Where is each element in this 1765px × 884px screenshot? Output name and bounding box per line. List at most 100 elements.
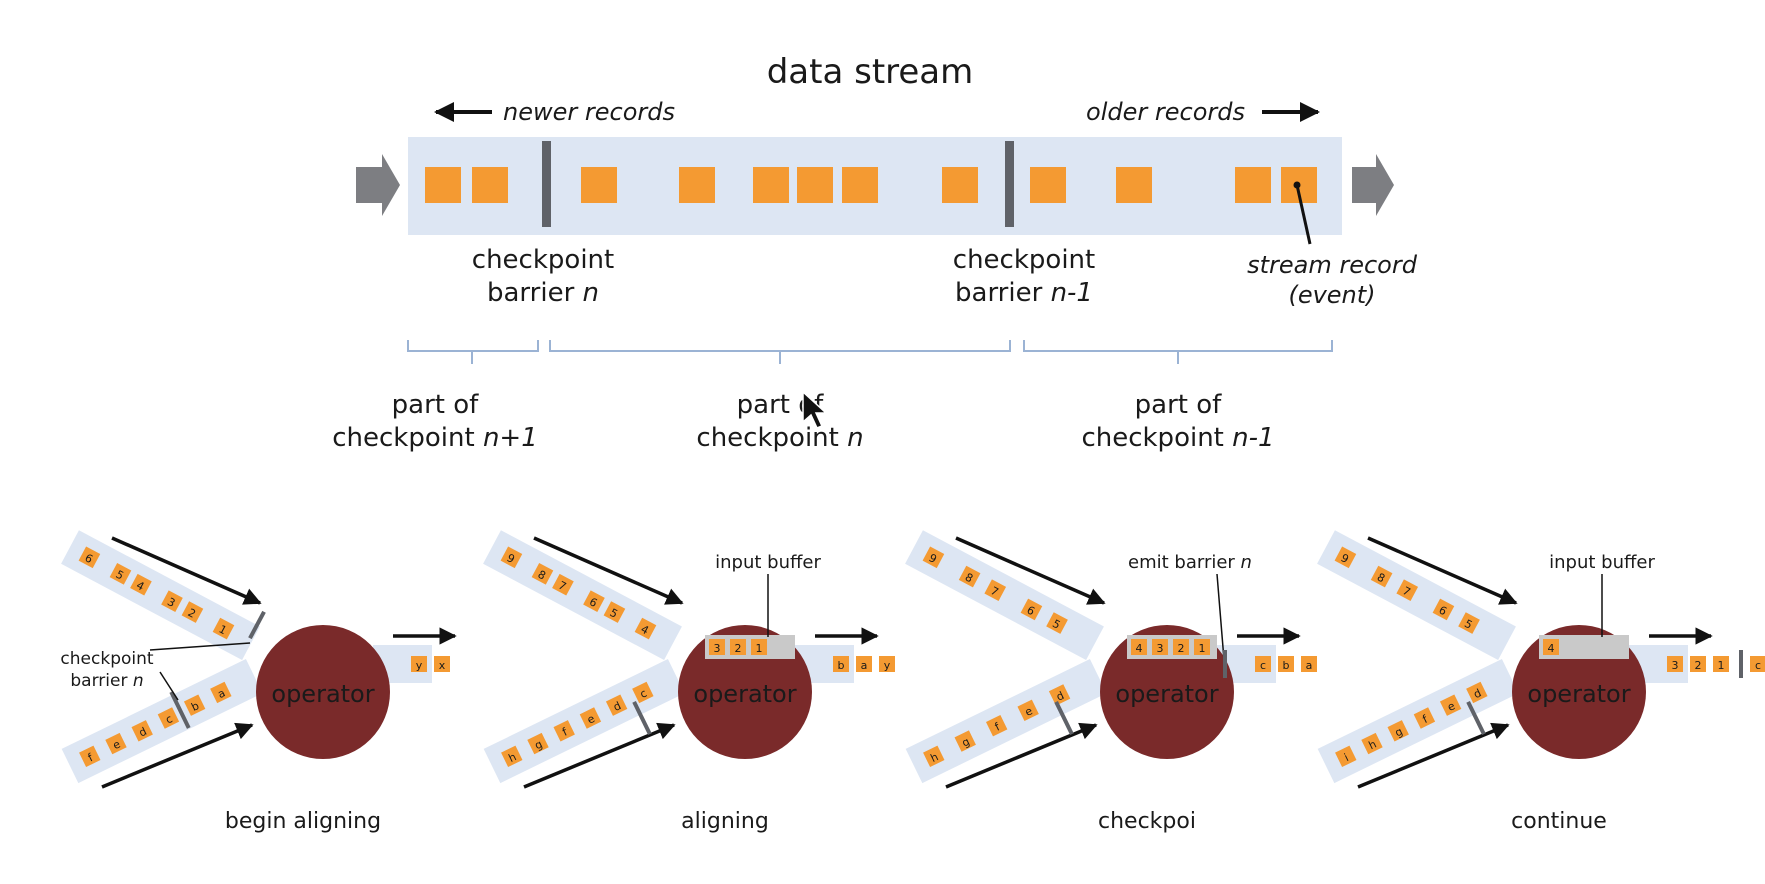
buffer-record-label: 2 — [735, 642, 742, 655]
operator-label: operator — [693, 680, 796, 708]
buffer-label: input buffer — [1549, 552, 1655, 573]
buffer-record-label: 2 — [1178, 642, 1185, 655]
part-line1: part of — [392, 390, 479, 420]
stream-record — [579, 707, 602, 729]
buffer-record-label: 3 — [1157, 642, 1164, 655]
buffer-label: input buffer — [715, 552, 821, 573]
stream-record — [833, 656, 849, 672]
record-label: c — [638, 687, 649, 701]
operator-label: operator — [1527, 680, 1630, 708]
barrier-lower — [1054, 700, 1074, 736]
stream-record — [922, 546, 945, 569]
stream-record — [1387, 720, 1409, 742]
stream-record — [411, 656, 427, 672]
upper-direction-arrow-icon — [533, 536, 684, 605]
stream-record — [161, 590, 183, 613]
stream-out-arrow-icon — [1352, 154, 1394, 216]
stream-record — [552, 573, 574, 596]
record-label: c — [1260, 659, 1266, 672]
stream-record — [985, 714, 1008, 737]
brace-checkpoint-n — [549, 340, 1011, 364]
record-label: f — [560, 725, 570, 739]
stream-record — [1458, 612, 1480, 634]
stream-record — [753, 167, 789, 203]
stream-record — [842, 167, 878, 203]
buffer-record — [1152, 639, 1168, 655]
older-records-label: older records — [1086, 98, 1245, 126]
part-line1: part of — [1135, 390, 1222, 420]
checkpoint-barrier-n — [542, 141, 551, 227]
stream-record — [1439, 694, 1462, 716]
stream-record — [1017, 699, 1039, 722]
barrier-n-line2: barrier n — [487, 278, 599, 308]
record-label: g — [533, 738, 545, 753]
record-label: y — [884, 659, 891, 672]
stream-record — [1334, 546, 1357, 569]
stream-record — [131, 720, 153, 742]
buffer-label-text: emit barrier — [1128, 552, 1241, 573]
record-label: 3 — [1672, 659, 1679, 672]
stream-record — [1046, 612, 1068, 634]
mouse-cursor-icon — [802, 390, 828, 429]
stream-record — [212, 617, 235, 640]
part-of-n-label: part of checkpoint n — [696, 390, 863, 453]
record-label: e — [585, 712, 597, 727]
stream-record — [531, 563, 554, 585]
stream-record — [1690, 656, 1706, 672]
stream-record — [500, 546, 523, 569]
record-label: b — [838, 659, 845, 672]
stream-record — [1278, 656, 1294, 672]
barrier-n1-line2: barrier n-1 — [955, 278, 1093, 308]
brace-checkpoint-n-plus-1 — [407, 340, 539, 364]
record-label: a — [1306, 659, 1313, 672]
barrier-label-line2: barrier n — [70, 671, 143, 691]
record-label: d — [1054, 689, 1066, 704]
record-label: b — [1283, 659, 1290, 672]
input-stream-band — [905, 659, 1107, 784]
stream-record — [181, 601, 204, 623]
stream-record — [1235, 167, 1271, 203]
diagram-title: data stream — [767, 52, 974, 92]
buffer-record-label: 1 — [756, 642, 763, 655]
buffer-record — [1194, 639, 1210, 655]
barrier-n-line1: checkpoint — [472, 245, 614, 275]
stream-record — [954, 730, 976, 752]
buffer-record — [1173, 639, 1189, 655]
panel-caption: begin aligning — [225, 809, 381, 834]
record-label: e — [111, 737, 123, 752]
stream-record — [879, 656, 895, 672]
stream-record-line1: stream record — [1247, 251, 1418, 279]
record-label: h — [928, 750, 940, 765]
checkpoint-braces — [407, 340, 1333, 364]
stream-record — [797, 167, 833, 203]
lower-direction-arrow-icon — [101, 722, 254, 789]
record-label: x — [439, 659, 446, 672]
stream-record — [679, 167, 715, 203]
input-stream-band — [483, 530, 682, 661]
stream-record — [105, 732, 127, 755]
stream-record — [1413, 707, 1436, 729]
stream-record — [634, 617, 657, 640]
buffer-record — [751, 639, 767, 655]
stream-record — [79, 745, 101, 768]
stream-record — [1255, 656, 1271, 672]
stream-record — [1030, 167, 1066, 203]
stream-record — [1335, 745, 1357, 768]
stream-record — [553, 720, 575, 742]
buffer-record-label: 3 — [714, 642, 721, 655]
stream-record — [581, 167, 617, 203]
lower-direction-arrow-icon — [1357, 722, 1510, 789]
stream-record — [1048, 684, 1071, 706]
stream-record — [1370, 565, 1393, 588]
stream-record — [984, 579, 1007, 602]
upper-direction-arrow-icon — [111, 536, 262, 605]
barrier-n1-line1: checkpoint — [953, 245, 1095, 275]
stream-record — [1020, 598, 1043, 621]
